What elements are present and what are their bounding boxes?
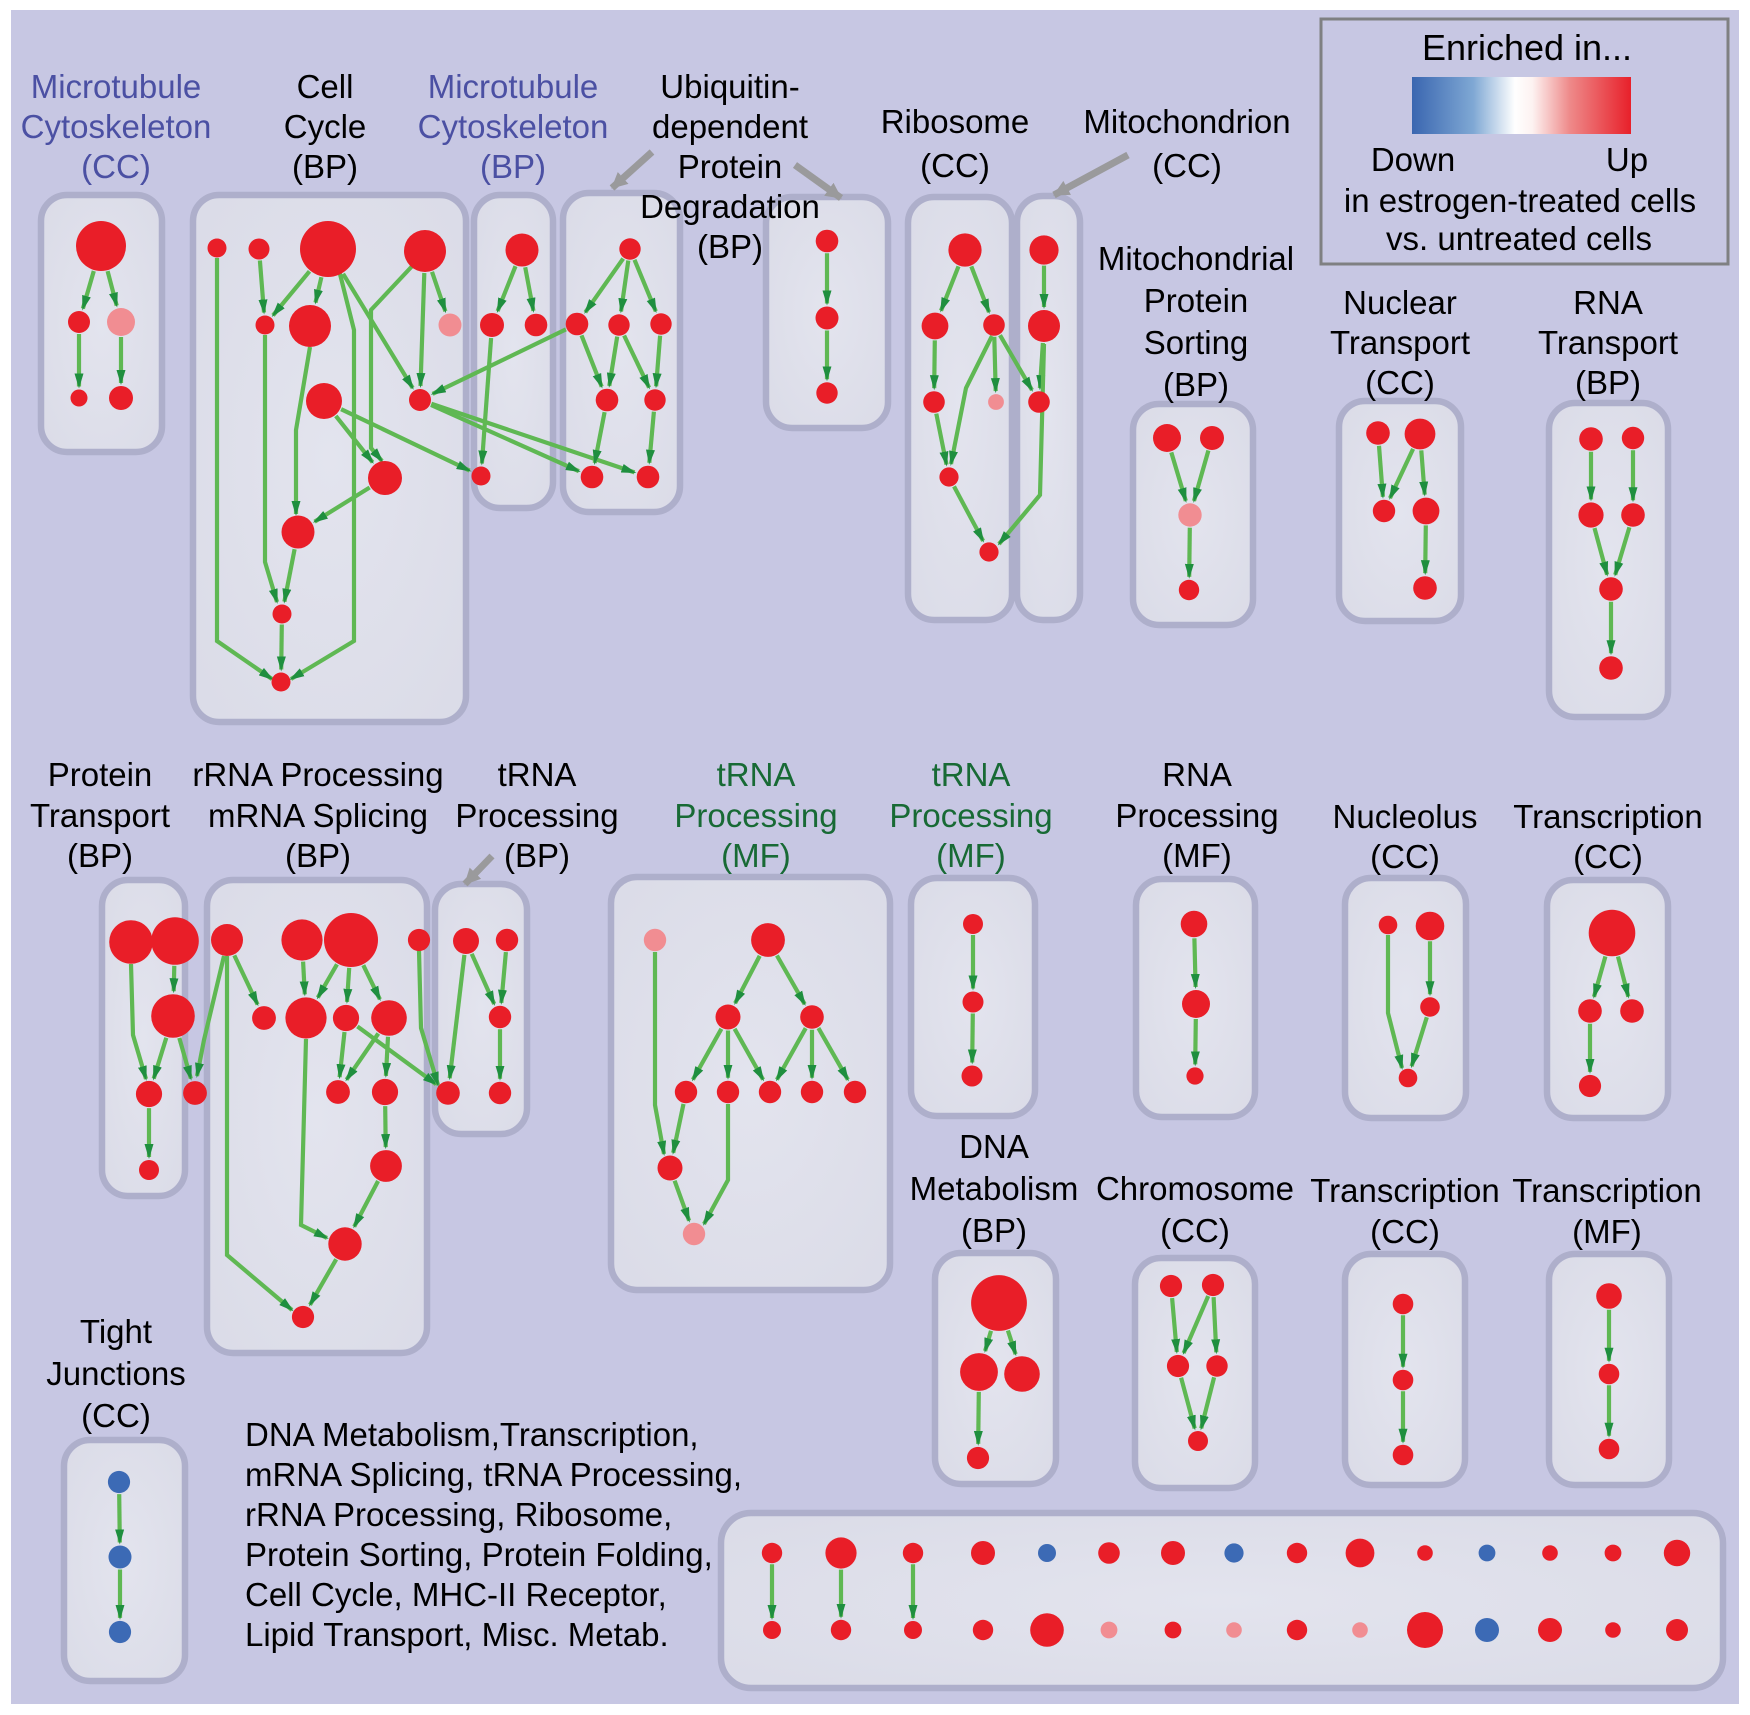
svg-text:Chromosome: Chromosome <box>1096 1170 1294 1207</box>
svg-text:Mitochondrion: Mitochondrion <box>1083 103 1290 140</box>
svg-text:Processing: Processing <box>674 797 837 834</box>
svg-text:Processing: Processing <box>455 797 618 834</box>
svg-text:rRNA Processing, Ribosome,: rRNA Processing, Ribosome, <box>245 1496 672 1533</box>
svg-text:Transcription: Transcription <box>1513 798 1703 835</box>
svg-text:Microtubule: Microtubule <box>428 68 599 105</box>
svg-text:dependent: dependent <box>652 108 808 145</box>
svg-text:(BP): (BP) <box>697 228 763 265</box>
svg-text:Cell: Cell <box>297 68 354 105</box>
svg-text:(BP): (BP) <box>1575 364 1641 401</box>
svg-text:Degradation: Degradation <box>640 188 820 225</box>
svg-text:(CC): (CC) <box>1370 838 1440 875</box>
svg-text:Microtubule: Microtubule <box>31 68 202 105</box>
svg-text:in estrogen-treated cells: in estrogen-treated cells <box>1344 182 1696 219</box>
svg-text:tRNA: tRNA <box>498 756 577 793</box>
svg-text:Nucleolus: Nucleolus <box>1333 798 1478 835</box>
svg-text:(MF): (MF) <box>1572 1213 1642 1250</box>
svg-text:Transport: Transport <box>30 797 170 834</box>
svg-text:(MF): (MF) <box>936 837 1006 874</box>
svg-text:(MF): (MF) <box>1162 837 1232 874</box>
svg-text:(CC): (CC) <box>1573 838 1643 875</box>
svg-text:Mitochondrial: Mitochondrial <box>1098 240 1294 277</box>
svg-text:Cytoskeleton: Cytoskeleton <box>418 108 609 145</box>
svg-text:Enriched in...: Enriched in... <box>1422 27 1632 68</box>
svg-text:Up: Up <box>1606 141 1648 178</box>
svg-text:Cytoskeleton: Cytoskeleton <box>21 108 212 145</box>
svg-text:Junctions: Junctions <box>46 1355 185 1392</box>
svg-text:(BP): (BP) <box>504 837 570 874</box>
svg-text:Processing: Processing <box>889 797 1052 834</box>
svg-text:(CC): (CC) <box>1365 364 1435 401</box>
svg-text:Cell Cycle, MHC-II Receptor,: Cell Cycle, MHC-II Receptor, <box>245 1576 667 1613</box>
svg-text:Transcription: Transcription <box>1310 1172 1500 1209</box>
svg-text:Transport: Transport <box>1538 324 1678 361</box>
svg-text:(CC): (CC) <box>81 1397 151 1434</box>
svg-text:Transport: Transport <box>1330 324 1470 361</box>
svg-text:Metabolism: Metabolism <box>910 1170 1079 1207</box>
svg-text:Protein: Protein <box>678 148 783 185</box>
svg-text:(CC): (CC) <box>1370 1213 1440 1250</box>
svg-text:(BP): (BP) <box>292 148 358 185</box>
svg-text:(BP): (BP) <box>67 837 133 874</box>
svg-text:Transcription: Transcription <box>1512 1172 1702 1209</box>
svg-text:(CC): (CC) <box>920 147 990 184</box>
svg-text:(BP): (BP) <box>285 837 351 874</box>
svg-text:RNA: RNA <box>1573 284 1643 321</box>
svg-text:(CC): (CC) <box>81 148 151 185</box>
svg-text:DNA Metabolism,Transcription,: DNA Metabolism,Transcription, <box>245 1416 699 1453</box>
svg-text:Protein: Protein <box>48 756 153 793</box>
svg-text:Sorting: Sorting <box>1144 324 1249 361</box>
svg-text:Ribosome: Ribosome <box>881 103 1030 140</box>
svg-text:Protein Sorting, Protein Foldi: Protein Sorting, Protein Folding, <box>245 1536 713 1573</box>
svg-text:(CC): (CC) <box>1160 1212 1230 1249</box>
svg-text:(BP): (BP) <box>480 148 546 185</box>
svg-text:Protein: Protein <box>1144 282 1249 319</box>
svg-text:vs. untreated cells: vs. untreated cells <box>1386 220 1652 257</box>
svg-text:tRNA: tRNA <box>932 756 1011 793</box>
svg-text:rRNA Processing: rRNA Processing <box>192 756 443 793</box>
svg-text:(BP): (BP) <box>1163 366 1229 403</box>
svg-text:(MF): (MF) <box>721 837 791 874</box>
svg-text:Cycle: Cycle <box>284 108 367 145</box>
svg-text:(BP): (BP) <box>961 1212 1027 1249</box>
svg-text:RNA: RNA <box>1162 756 1232 793</box>
svg-text:tRNA: tRNA <box>717 756 796 793</box>
svg-text:mRNA Splicing, tRNA Processing: mRNA Splicing, tRNA Processing, <box>245 1456 742 1493</box>
svg-text:Ubiquitin-: Ubiquitin- <box>660 68 799 105</box>
svg-text:Nuclear: Nuclear <box>1343 284 1457 321</box>
svg-text:Down: Down <box>1371 141 1455 178</box>
svg-text:Lipid Transport, Misc. Metab.: Lipid Transport, Misc. Metab. <box>245 1616 669 1653</box>
svg-text:Tight: Tight <box>80 1313 152 1350</box>
svg-text:Processing: Processing <box>1115 797 1278 834</box>
svg-text:(CC): (CC) <box>1152 147 1222 184</box>
svg-text:mRNA Splicing: mRNA Splicing <box>208 797 428 834</box>
svg-text:DNA: DNA <box>959 1128 1029 1165</box>
